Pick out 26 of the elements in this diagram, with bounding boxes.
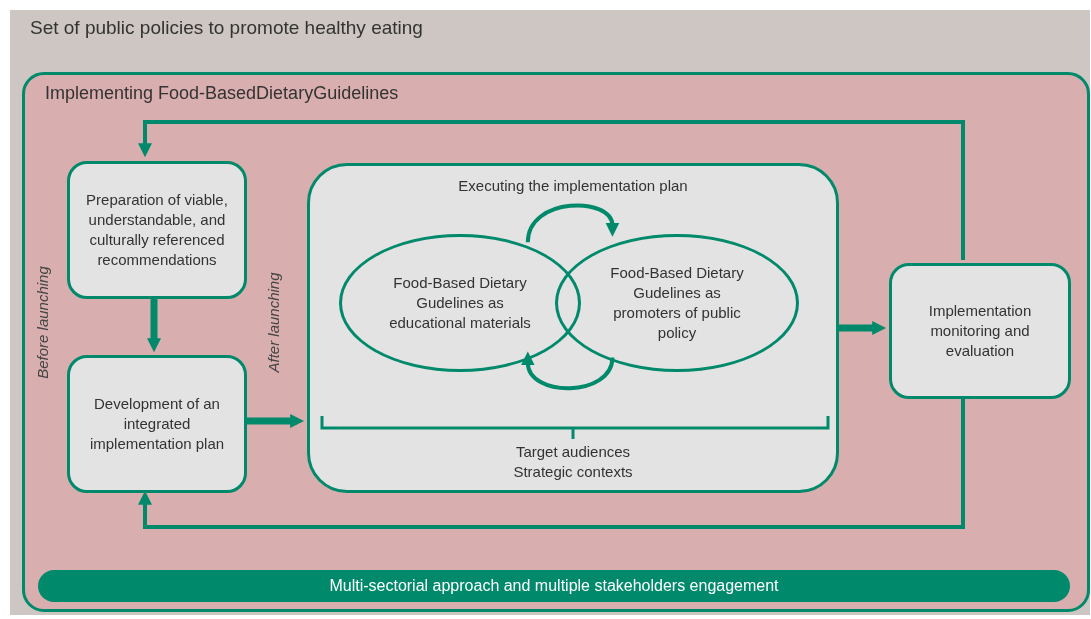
- node-label: Executing the implementation plan: [457, 176, 689, 196]
- phase-label: Before launching: [33, 265, 51, 379]
- arrow: [138, 120, 965, 260]
- banner-text: Multi-sectorial approach and multiple stakeholders engagement: [328, 576, 780, 596]
- process-box: [67, 355, 247, 493]
- arrow: [244, 414, 305, 428]
- node-note: Target audiences Strategic contexts: [512, 442, 634, 482]
- phase-label: After launching: [264, 271, 282, 373]
- node-label: Development of an integrated implementation plan: [88, 394, 226, 454]
- arrow: [138, 396, 965, 529]
- arrow: [521, 351, 615, 391]
- process-panel: [307, 163, 839, 493]
- ellipse-node: [339, 234, 581, 372]
- node-label: Food-Based Dietary Gudelines as promoters of public policy: [609, 263, 745, 343]
- arrow: [525, 203, 619, 243]
- node-label: Preparation of viable, understandable, and culturally referenced recommendations: [85, 190, 229, 270]
- panel-title: Implementing Food-BasedDietaryGuidelines: [45, 83, 399, 103]
- process-box: [67, 161, 247, 299]
- ellipse-node: [555, 234, 799, 372]
- node-label: Implementation monitoring and evaluation: [927, 301, 1033, 361]
- process-box: [889, 263, 1071, 399]
- banner-bar: [38, 570, 1070, 602]
- arrow: [836, 321, 887, 335]
- arrow: [147, 296, 161, 353]
- panel-title: Set of public policies to promote healthy eating: [30, 18, 423, 38]
- node-label: Food-Based Dietary Gudelines as educational materials: [388, 273, 532, 333]
